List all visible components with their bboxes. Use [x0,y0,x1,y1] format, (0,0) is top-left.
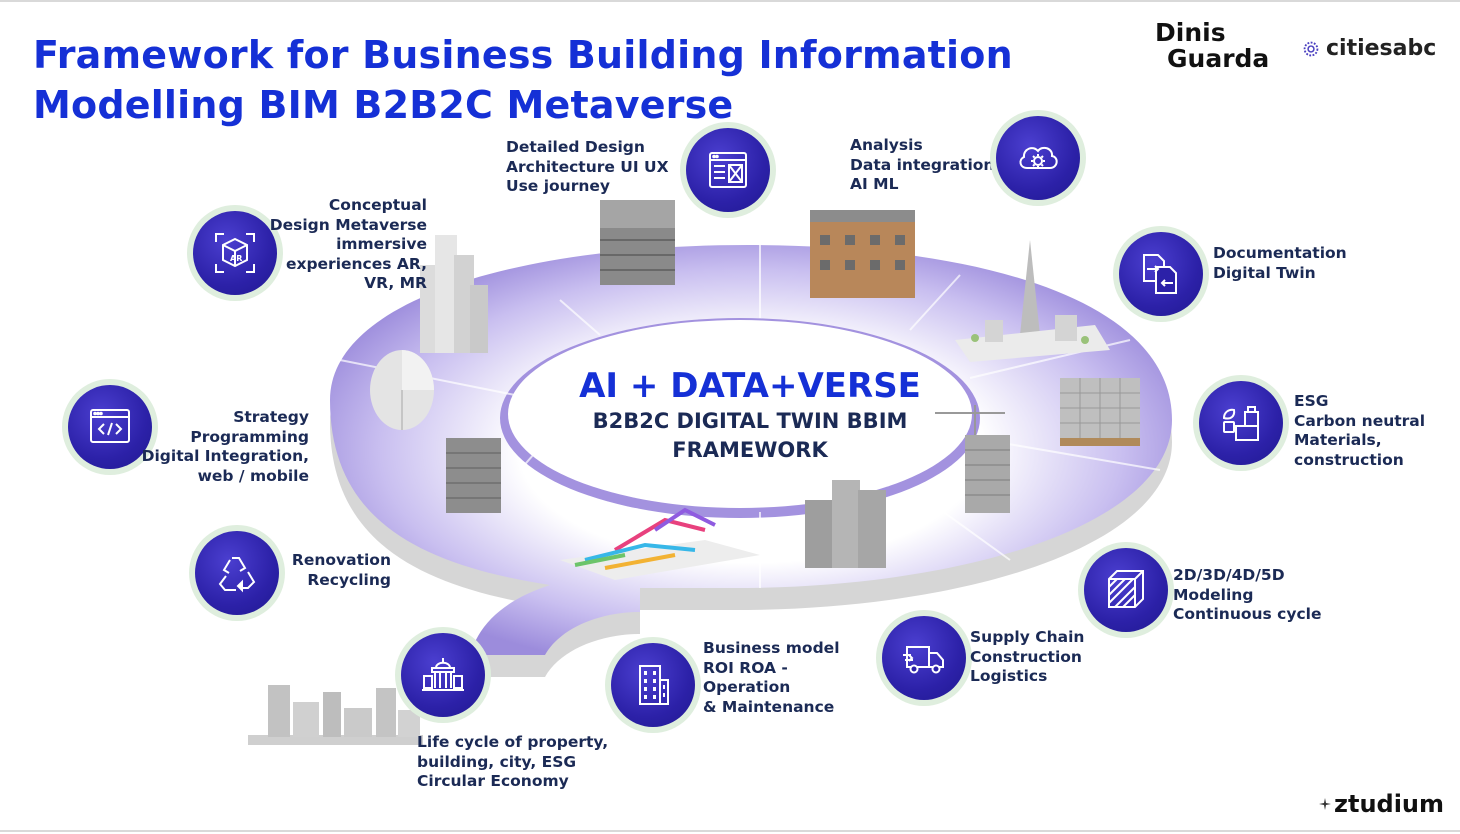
stage-label-line: Strategy [233,408,309,426]
stage-label-strategy: Strategy Programming Digital Integration… [140,408,309,486]
stage-label-line: experiences AR, [285,254,427,273]
documents-icon [1143,254,1177,294]
stage-label-line: Conceptual [328,196,427,214]
center-subtitle-1: B2B2C DIGITAL TWIN BBIM [592,409,908,433]
stage-label-line: Data integration [850,155,995,174]
gear-logo-icon [1303,41,1319,56]
stage-label-renovation: Renovation Recycling [250,551,391,590]
page-title: Framework for Business Building Informat… [33,30,1013,130]
stage-label-line: Modeling [1173,585,1254,604]
stage-node-renovation [189,525,285,621]
office-building-icon [639,665,669,705]
page-title-line-2: Modelling BIM B2B2C Metaverse [33,83,734,127]
stage-label-line: Architecture UI UX [506,157,669,176]
ar-cube-icon: AR [215,233,255,273]
tower-with-crane-model [935,405,1010,513]
stage-label-line: construction [1294,450,1404,469]
office-block-model [446,438,501,513]
stage-label-line: ROI ROA - [703,658,788,677]
stage-label-business-model: Business model ROI ROA - Operation & Mai… [703,639,840,717]
city-block-model [248,685,423,745]
stage-label-line: Business model [703,639,840,657]
stage-label-line: Digital Twin [1213,263,1316,282]
stage-label-supply-chain: Supply Chain Construction Logistics [970,628,1084,687]
top-border [0,0,1460,2]
stage-label-documentation: Documentation Digital Twin [1213,244,1347,283]
stage-node-life-cycle [395,627,491,723]
citiesabc-logo-text: citiesabc [1326,36,1437,61]
svg-text:AR: AR [230,254,242,263]
construction-model [810,210,915,298]
stage-label-line: ESG [1294,392,1329,410]
stage-label-line: & Maintenance [703,697,835,716]
stage-label-analysis: Analysis Data integration AI ML [850,136,994,195]
stage-node-supply-chain [876,610,972,706]
stage-label-line: Operation [703,678,791,697]
city-digital-twin-model [955,240,1110,362]
brick-stack-model [1060,378,1140,446]
eco-blocks-icon [1222,406,1259,441]
skyscraper-model-left [420,235,488,353]
stage-label-line: Supply Chain [970,628,1085,646]
stage-label-line: Construction [970,647,1082,666]
stage-node-esg [1193,375,1289,471]
building-model-top [600,200,675,285]
stage-label-line: VR, MR [364,274,427,293]
page-title-line-1: Framework for Business Building Informat… [33,33,1013,77]
stage-label-line: AI ML [850,175,899,194]
stage-label-line: Programming [190,427,309,446]
code-window-icon [90,409,130,443]
stage-label-line: Materials, [1294,431,1382,450]
stage-label-line: Logistics [970,667,1048,686]
stage-node-business-model [605,637,701,733]
stage-label-line: web / mobile [197,466,309,485]
stage-node-modeling [1078,542,1174,638]
cloud-gear-icon [1019,146,1058,169]
twin-tower-model [805,480,886,568]
wireframe-icon [709,152,747,188]
stage-node-detailed-design [680,122,776,218]
stage-label-line: Analysis [850,136,923,154]
stage-label-line: Renovation [291,551,391,569]
center-subtitle-2: FRAMEWORK [672,438,828,462]
stage-label-detailed-design: Detailed Design Architecture UI UX Use j… [506,138,669,197]
stage-node-strategy [62,379,158,475]
sparkle-logo-icon [1319,798,1331,810]
dinis-logo-line-2: Guarda [1167,44,1270,73]
stage-label-line: building, city, ESG [417,752,577,771]
stage-node-analysis [990,110,1086,206]
stage-label-line: Carbon neutral [1294,411,1426,430]
dinis-logo-line-1: Dinis [1155,18,1226,47]
mep-systems-model [560,507,760,580]
ztudium-logo: ztudium [1318,790,1444,818]
ztudium-logo-text: ztudium [1334,790,1445,818]
stage-label-line: Documentation [1213,244,1347,262]
stage-label-line: Circular Economy [417,772,569,791]
hatched-cube-icon [1108,570,1144,608]
recycle-icon [218,557,256,593]
bottom-border [0,830,1460,832]
stage-label-line: Recycling [307,570,391,589]
stage-label-line: immersive [336,235,427,254]
stage-label-conceptual-design: Conceptual Design Metaverse immersive ex… [262,196,427,294]
stage-label-line: Continuous cycle [1173,605,1322,624]
strategy-pie-model [370,350,434,430]
citiesabc-logo: citiesabc [1300,36,1436,61]
stage-node-documentation [1113,226,1209,322]
stage-label-line: Use journey [506,177,611,196]
civic-building-icon [422,658,464,691]
stage-label-modeling: 2D/3D/4D/5D Modeling Continuous cycle [1173,566,1321,625]
framework-center-label: AI + DATA+VERSE B2B2C DIGITAL TWIN BBIM … [540,365,960,465]
delivery-truck-icon [903,646,944,674]
stage-label-line: Digital Integration, [141,447,309,466]
stage-node-conceptual-design: AR [187,205,283,301]
dinis-guarda-logo: Dinis Guarda [1155,20,1269,72]
stage-label-line: 2D/3D/4D/5D [1173,566,1285,584]
stage-label-life-cycle: Life cycle of property, building, city, … [417,733,608,792]
center-headline: AI + DATA+VERSE [579,366,921,406]
stage-label-line: Life cycle of property, [417,733,609,751]
stage-label-line: Detailed Design [506,138,645,156]
stage-label-line: Design Metaverse [269,215,427,234]
stage-label-esg: ESG Carbon neutral Materials, constructi… [1294,392,1425,470]
